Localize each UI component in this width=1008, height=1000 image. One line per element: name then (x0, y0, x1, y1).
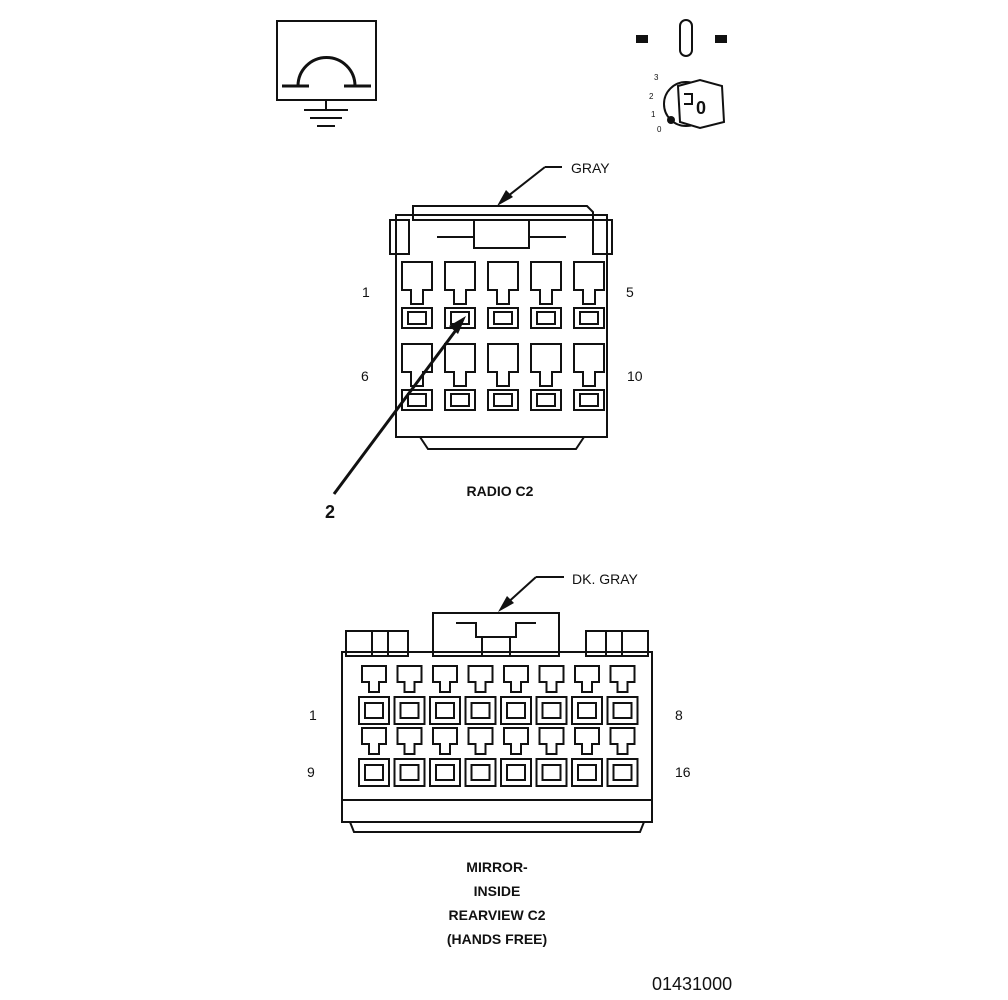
radio-pin-cavity-5 (573, 261, 605, 329)
mirror-pin-cavities (358, 665, 639, 787)
radio-pin-cavity-1 (401, 261, 433, 329)
mirror-pin-cavity-4 (464, 665, 497, 725)
radio-pin-cavity-2 (444, 261, 476, 329)
mirror-pin-1-label: 1 (309, 707, 317, 723)
radio-connector-title: RADIO C2 (467, 483, 534, 499)
ground-symbol-icon (276, 20, 377, 127)
radio-pin-cavity-9 (530, 343, 562, 411)
mirror-title-line-3: REARVIEW C2 (449, 907, 546, 923)
mirror-pin-cavity-5 (500, 665, 532, 725)
radio-pin-5-label: 5 (626, 284, 634, 300)
mirror-pin-cavity-16 (606, 727, 639, 787)
radio-pin-cavity-8 (487, 343, 519, 411)
mirror-pin-8-label: 8 (675, 707, 683, 723)
mirror-connector: DK. GRAY 1 8 9 16 MIRROR- INSIDE REARVIE… (307, 571, 691, 947)
radio-pin-cavity-4 (530, 261, 562, 329)
callout-2: 2 (325, 502, 335, 522)
ignition-position-3: 3 (654, 73, 659, 82)
mirror-pin-cavity-8 (606, 665, 639, 725)
mirror-pin-cavity-3 (429, 665, 461, 725)
radio-pin-cavity-6 (401, 343, 433, 411)
radio-pin-cavity-10 (573, 343, 605, 411)
radio-pin-cavity-7 (444, 343, 476, 411)
figure-id: 01431000 (652, 974, 732, 994)
mirror-title-line-4: (HANDS FREE) (447, 931, 547, 947)
mirror-pin-cavity-13 (500, 727, 532, 787)
ignition-key-icon: 3 2 1 0 0 (636, 19, 727, 134)
mirror-pin-cavity-1 (358, 665, 390, 725)
mirror-pin-cavity-10 (393, 727, 426, 787)
mirror-title-line-2: INSIDE (474, 883, 521, 899)
radio-color-label: GRAY (571, 160, 610, 176)
mirror-pin-16-label: 16 (675, 764, 691, 780)
radio-pin-10-label: 10 (627, 368, 643, 384)
ignition-position-2: 2 (649, 92, 654, 101)
mirror-color-label: DK. GRAY (572, 571, 639, 587)
mirror-pin-cavity-7 (571, 665, 603, 725)
mirror-pin-cavity-11 (429, 727, 461, 787)
mirror-pin-cavity-12 (464, 727, 497, 787)
key-label: 0 (696, 98, 706, 118)
mirror-pin-cavity-6 (535, 665, 568, 725)
mirror-pin-9-label: 9 (307, 764, 315, 780)
mirror-pin-cavity-2 (393, 665, 426, 725)
mirror-pin-cavity-15 (571, 727, 603, 787)
ignition-position-0: 0 (657, 125, 662, 134)
radio-pin-cavity-3 (487, 261, 519, 329)
callout-2-leader (332, 321, 464, 495)
radio-connector: GRAY 1 5 6 10 2 RADIO C2 (325, 160, 643, 522)
radio-pin-cavities (401, 261, 605, 411)
mirror-pin-cavity-9 (358, 727, 390, 787)
radio-pin-6-label: 6 (361, 368, 369, 384)
radio-pin-1-label: 1 (362, 284, 370, 300)
mirror-pin-cavity-14 (535, 727, 568, 787)
ignition-position-1: 1 (651, 110, 656, 119)
mirror-title-line-1: MIRROR- (466, 859, 528, 875)
